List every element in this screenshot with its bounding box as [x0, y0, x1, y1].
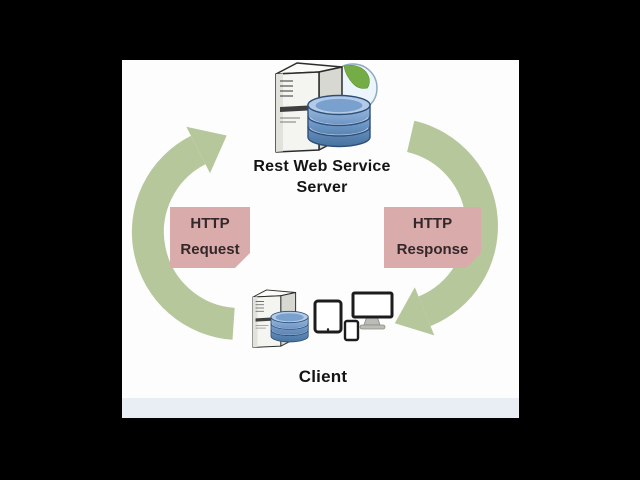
- response-arrow-icon: [394, 120, 498, 336]
- http-request-label: HTTP Request: [170, 207, 250, 268]
- smartphone-icon: [343, 319, 360, 342]
- tablet-icon: [313, 299, 343, 334]
- request-arrow-icon: [131, 126, 236, 340]
- client-database-icon: [270, 310, 309, 343]
- server-icon: [275, 62, 378, 153]
- database-icon: [307, 94, 371, 148]
- diagram-panel: Rest Web Service Server HTTP Request HTT…: [122, 60, 519, 418]
- footer-strip: [122, 398, 519, 418]
- client-devices-icon: [252, 289, 394, 348]
- client-label: Client: [298, 367, 348, 386]
- server-label: Rest Web Service Server: [202, 156, 442, 198]
- http-request-line2: Request: [180, 241, 240, 258]
- server-label-line1: Rest Web Service: [253, 158, 391, 175]
- diagram-graphics: [131, 62, 498, 348]
- http-request-line1: HTTP: [190, 215, 230, 232]
- http-response-label: HTTP Response: [384, 207, 481, 268]
- monitor-icon: [351, 291, 394, 330]
- http-response-line1: HTTP: [412, 215, 453, 232]
- http-response-line2: Response: [396, 241, 469, 258]
- server-label-line2: Server: [296, 179, 348, 196]
